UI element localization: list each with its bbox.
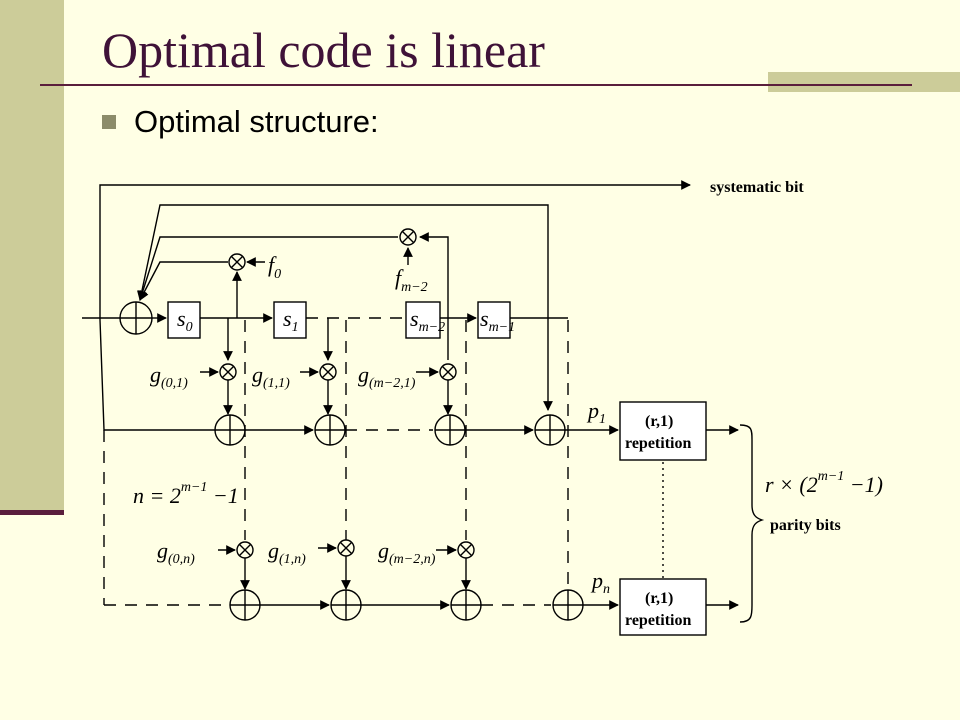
register-s0 <box>167 301 201 339</box>
register-sm2-label: sm−2 <box>410 306 445 335</box>
adder-rown-2 <box>450 589 482 621</box>
register-sm1 <box>477 301 511 339</box>
title-underline <box>40 84 912 86</box>
g1n-label: g(1,n) <box>268 538 306 567</box>
feedback-adder <box>119 301 153 335</box>
feedback-wire-top <box>137 204 549 318</box>
parity-equation: r × (2m−1 −1) <box>765 469 883 497</box>
multiplier-g11 <box>319 363 337 381</box>
register-s1 <box>273 301 307 339</box>
repetition-box-1-line2: repetition <box>625 435 691 452</box>
adder-rown-1 <box>330 589 362 621</box>
repetition-box-n <box>619 578 707 636</box>
register-s0-label: s0 <box>177 306 193 335</box>
fm2-label: fm−2 <box>395 265 428 295</box>
adder-row1-3 <box>534 414 566 446</box>
systematic-wire <box>99 180 691 320</box>
pn-label: pn <box>590 568 610 597</box>
adder-rown-0 <box>229 589 261 621</box>
sidebar-accent-line <box>0 510 64 515</box>
adder-row1-2 <box>434 414 466 446</box>
g0n-label: g(0,n) <box>157 538 195 567</box>
multiplier-g0n <box>236 541 254 559</box>
repetition-box-n-line2: repetition <box>625 612 691 629</box>
gm2n-label: g(m−2,n) <box>378 538 436 567</box>
bullet-text: Optimal structure: <box>134 104 379 139</box>
parity-brace <box>739 424 765 623</box>
multiplier-gm21 <box>439 363 457 381</box>
repetition-box-n-line1: (r,1) <box>645 590 673 607</box>
bullet-square-icon <box>102 115 116 129</box>
slide-title: Optimal code is linear <box>102 22 545 78</box>
fm2-tap <box>419 232 449 360</box>
feedback-wire-fm2 <box>137 236 398 301</box>
adder-row1-1 <box>314 414 346 446</box>
register-sm2 <box>405 301 441 339</box>
parity-bits-label: parity bits <box>770 517 841 534</box>
register-s1-label: s1 <box>283 306 299 335</box>
g01-label: g(0,1) <box>150 362 188 391</box>
title-accent-block <box>768 72 960 92</box>
multiplier-g01 <box>219 363 237 381</box>
f0-label: f0 <box>268 252 281 282</box>
multiplier-f0 <box>228 253 246 271</box>
multiplier-g1n <box>337 539 355 557</box>
multiplier-gm2n <box>457 541 475 559</box>
n-equation: n = 2m−1 −1 <box>133 480 239 508</box>
systematic-bit-label: systematic bit <box>710 179 804 196</box>
feedback-wire-f0 <box>139 261 228 301</box>
g11-label: g(1,1) <box>252 362 290 391</box>
adder-rown-3 <box>552 589 584 621</box>
multiplier-fm2 <box>399 228 417 246</box>
gm21-label: g(m−2,1) <box>358 362 416 391</box>
adder-row1-0 <box>214 414 246 446</box>
register-sm1-label: sm−1 <box>480 306 515 335</box>
repetition-box-1 <box>619 401 707 461</box>
repetition-box-1-line1: (r,1) <box>645 413 673 430</box>
p1-label: p1 <box>586 398 606 427</box>
